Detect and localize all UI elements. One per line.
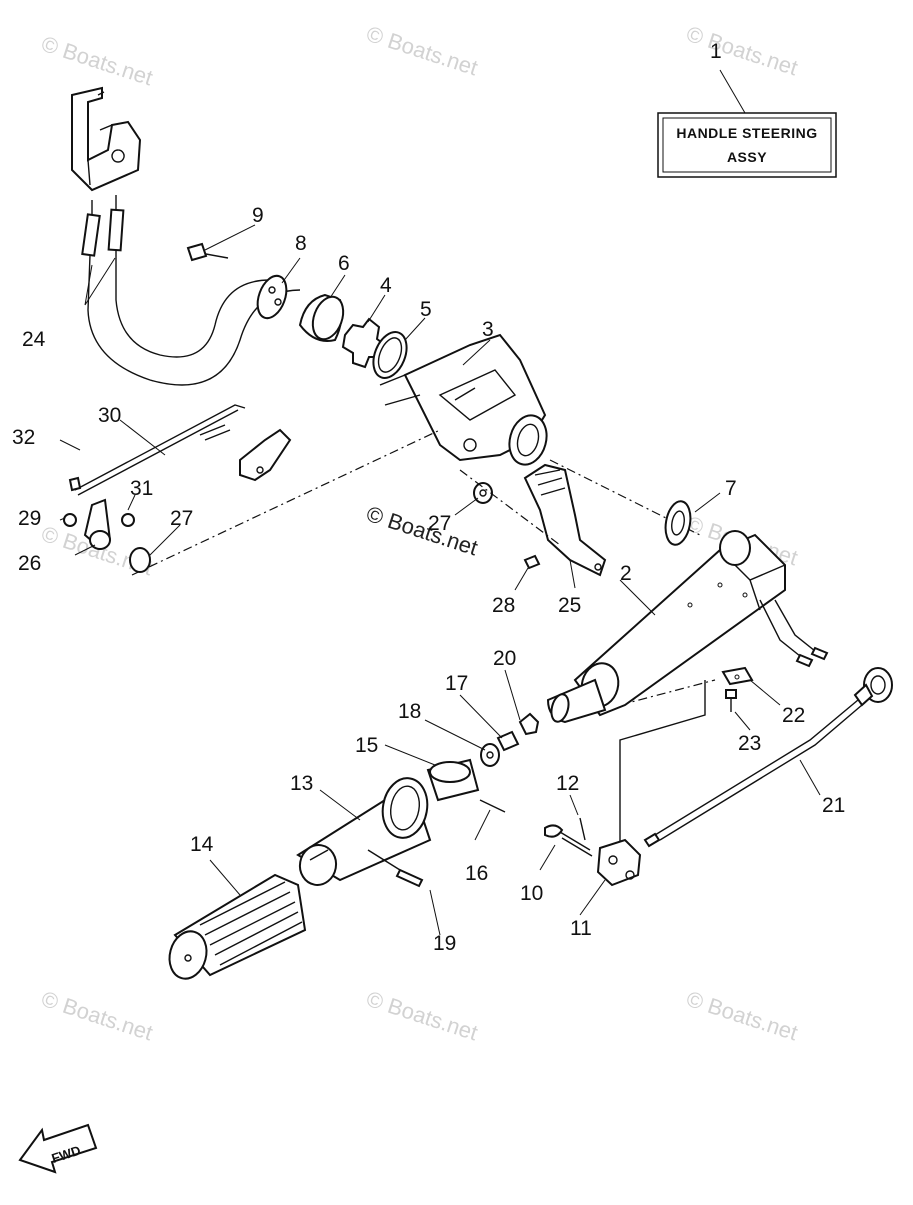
shift-lever [473,463,607,577]
callout-5: 5 [420,298,432,321]
leader-lines [59,224,821,936]
steering-bracket [379,333,548,466]
watermark: © Boats.net [38,986,155,1045]
callout-11: 11 [570,917,592,940]
callout-32: 32 [12,426,35,449]
callout-16: 16 [465,862,488,885]
title-line-1: HANDLE STEERING [676,125,817,141]
title-line-2: ASSY [727,149,767,165]
shift-link [63,404,292,573]
callout-9: 9 [252,204,264,227]
watermark: © Boats.net [683,21,800,80]
callout-10: 10 [520,882,543,905]
throttle-cables [81,195,301,386]
callout-18: 18 [398,700,421,723]
callout-17: 17 [445,672,468,695]
callout-15: 15 [355,734,378,757]
washer-7 [664,500,692,546]
cable-bracket [71,86,142,192]
plate-22 [721,666,754,712]
watermark: © Boats.net [683,986,800,1045]
callout-1: 1 [710,40,722,63]
callout-28: 28 [492,594,515,617]
callout-numbers: 1 2 3 4 5 6 7 8 9 10 11 12 13 14 15 16 1… [12,40,845,955]
callout-6: 6 [338,252,350,275]
title-box: HANDLE STEERING ASSY [657,69,837,178]
friction-block [544,680,706,887]
callout-14: 14 [190,833,214,856]
callout-12: 12 [556,772,579,795]
rubber-grip [168,873,307,980]
callout-22: 22 [782,704,805,727]
callout-26: 26 [18,552,41,575]
callout-2: 2 [620,562,632,585]
throttle-grip-parts [296,712,540,888]
callout-30: 30 [98,404,121,427]
callout-25: 25 [558,594,581,617]
callout-31: 31 [130,477,153,500]
callout-13: 13 [290,772,313,795]
callout-27: 27 [170,507,193,530]
callout-21: 21 [822,794,845,817]
callout-4: 4 [380,274,392,297]
watermark: © Boats.net [363,501,480,560]
friction-rod [643,667,893,848]
callout-24: 24 [22,328,46,351]
watermark: © Boats.net [363,21,480,80]
callout-7: 7 [725,477,737,500]
watermark: © Boats.net [363,986,480,1045]
steering-handle [546,530,829,724]
callout-23: 23 [738,732,761,755]
callout-8: 8 [295,232,307,255]
watermark: © Boats.net [38,31,155,90]
callout-19: 19 [433,932,456,955]
callout-3: 3 [482,318,494,341]
callout-27: 27 [428,512,451,535]
callout-29: 29 [18,507,41,530]
throttle-shaft-parts [186,242,408,379]
fwd-arrow: FWD [18,1123,98,1174]
callout-20: 20 [493,647,516,670]
